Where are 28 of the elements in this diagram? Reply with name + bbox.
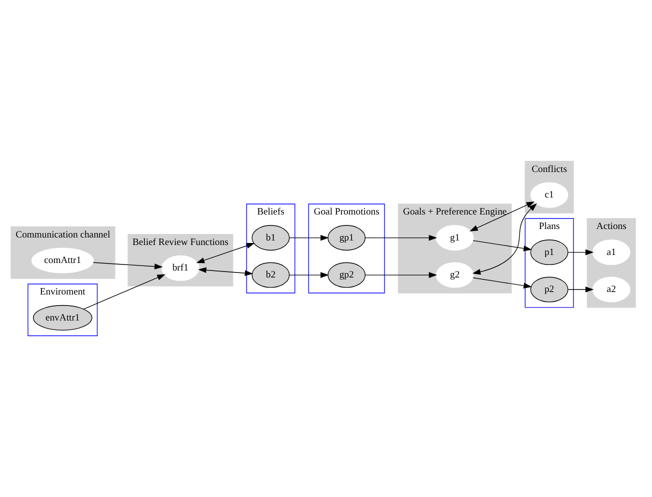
- arrow: [92, 262, 163, 270]
- arrow: [365, 234, 438, 241]
- node-ellipse: a1: [592, 240, 630, 266]
- arrow: [472, 240, 532, 252]
- arrow: [470, 201, 535, 232]
- arrow: [568, 286, 594, 292]
- arrow: [289, 234, 329, 241]
- node-ellipse: g2: [436, 262, 474, 288]
- node-ellipse: b2: [252, 262, 290, 288]
- node-ellipse: b1: [252, 225, 290, 251]
- arrow: [365, 272, 438, 278]
- node-ellipse: g1: [436, 225, 474, 251]
- arrow: [568, 249, 594, 256]
- node-ellipse: c1: [530, 182, 568, 208]
- node-ellipse: gp1: [328, 225, 366, 251]
- node-ellipse: brf1: [161, 255, 200, 281]
- node-ellipse: a2: [592, 276, 630, 302]
- node-ellipse: envAttr1: [32, 305, 92, 331]
- arrow: [289, 272, 329, 278]
- arrow: [472, 277, 532, 289]
- arrow: [198, 267, 254, 276]
- node-ellipse: gp2: [328, 262, 366, 288]
- arrow: [83, 274, 166, 310]
- arrow: [472, 203, 537, 275]
- node-ellipse: p1: [530, 240, 568, 266]
- node-ellipse: comAttr1: [31, 248, 94, 274]
- arrow: [196, 242, 255, 264]
- node-ellipse: p2: [530, 276, 568, 302]
